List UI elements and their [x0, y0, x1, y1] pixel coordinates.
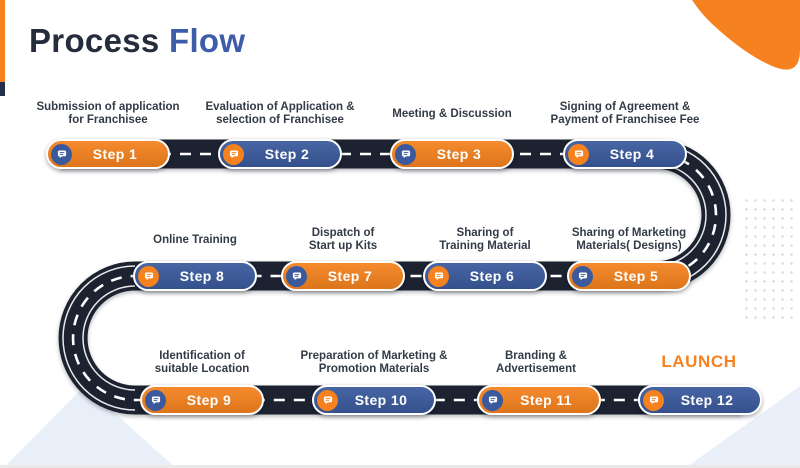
step-pill-12: Step 12 [638, 385, 762, 415]
step-label: Step 7 [327, 268, 373, 284]
step-label: Step 9 [186, 392, 232, 408]
page-title-accent: Flow [169, 22, 246, 59]
step-label: Step 12 [680, 392, 734, 408]
step-caption-6: Sharing of Training Material [439, 227, 531, 252]
step-caption-7: Dispatch of Start up Kits [308, 227, 378, 252]
step-label: Step 10 [354, 392, 408, 408]
step-label: Step 3 [436, 146, 482, 162]
step-pill-9: Step 9 [140, 385, 264, 415]
step-label: Step 4 [609, 146, 655, 162]
chat-icon [395, 143, 416, 165]
step-pill-11: Step 11 [477, 385, 601, 415]
top-right-corner-shape [692, 0, 800, 70]
step-pill-7: Step 7 [281, 261, 405, 291]
dot-grid-decoration [742, 196, 798, 324]
launch-label: LAUNCH [661, 351, 737, 371]
step-pill-5: Step 5 [567, 261, 691, 291]
chat-icon [223, 143, 244, 165]
chat-icon [428, 265, 449, 287]
chat-icon [138, 265, 159, 287]
step-label: Step 2 [264, 146, 310, 162]
step-pill-10: Step 10 [312, 385, 436, 415]
step-caption-2: Evaluation of Application & selection of… [205, 101, 355, 126]
page-title-dark: Process [29, 22, 160, 59]
step-caption-9: Identification of suitable Location [154, 350, 250, 375]
bottom-edge-strip [0, 465, 800, 468]
chat-icon [51, 143, 72, 165]
step-pill-1: Step 1 [46, 139, 170, 169]
chat-icon [572, 265, 593, 287]
step-caption-4: Signing of Agreement & Payment of Franch… [550, 101, 700, 126]
step-label: Step 1 [92, 146, 138, 162]
step-caption-3: Meeting & Discussion [392, 107, 512, 120]
step-caption-5: Sharing of Marketing Materials( Designs) [571, 227, 687, 252]
step-pill-3: Step 3 [390, 139, 514, 169]
chat-icon [286, 265, 307, 287]
step-pill-8: Step 8 [133, 261, 257, 291]
chat-icon [643, 389, 664, 411]
step-pill-6: Step 6 [423, 261, 547, 291]
chat-icon [482, 389, 503, 411]
step-label: Step 5 [613, 268, 659, 284]
chat-icon [568, 143, 589, 165]
step-label: Step 6 [469, 268, 515, 284]
chat-icon [317, 389, 338, 411]
chat-icon [145, 389, 166, 411]
step-pill-2: Step 2 [218, 139, 342, 169]
left-edge-orange-bar [0, 0, 5, 82]
page-title: Process Flow [29, 22, 245, 60]
step-pill-4: Step 4 [563, 139, 687, 169]
step-caption-8: Online Training [153, 233, 237, 246]
step-caption-10: Preparation of Marketing & Promotion Mat… [300, 350, 448, 375]
step-label: Step 8 [179, 268, 225, 284]
left-edge-navy-bar [0, 82, 5, 96]
step-caption-11: Branding & Advertisement [496, 350, 576, 375]
step-caption-1: Submission of application for Franchisee [36, 101, 180, 126]
step-label: Step 11 [520, 392, 572, 408]
